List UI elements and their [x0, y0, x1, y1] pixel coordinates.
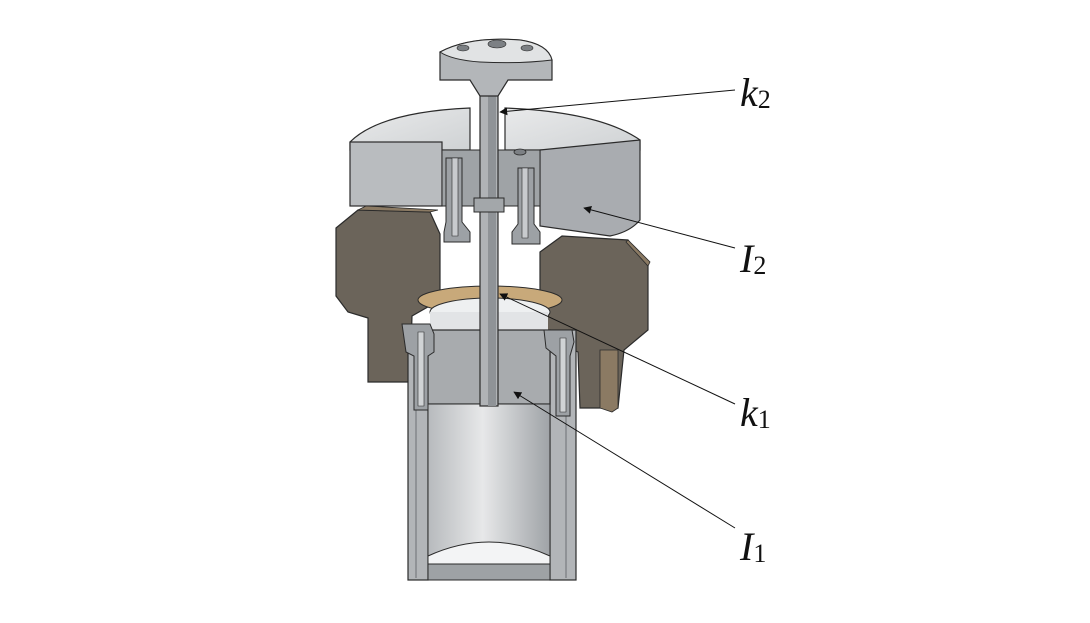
- lower-housing: [407, 329, 577, 581]
- label-k2-main: k: [740, 70, 759, 115]
- label-i2-main: I: [739, 236, 755, 281]
- label-k1-main: k: [740, 390, 759, 435]
- label-i1-main: I: [739, 524, 755, 569]
- label-i2: I2: [739, 236, 766, 281]
- magnet-block-right: [539, 235, 651, 413]
- label-i2-sub: 2: [753, 251, 766, 280]
- label-k2-sub: 2: [758, 85, 771, 114]
- top-plate-screw-right: [511, 167, 541, 245]
- leader-i1: [513, 391, 736, 529]
- leader-i2: [583, 205, 736, 249]
- top-knob: [439, 38, 553, 97]
- label-k1: k1: [740, 390, 771, 435]
- lower-screw-right: [543, 329, 575, 417]
- leader-k1: [499, 293, 736, 405]
- top-plate-screw-left: [443, 157, 471, 243]
- label-i1-sub: 1: [753, 539, 766, 568]
- label-k2: k2: [740, 70, 771, 115]
- label-i1: I1: [739, 524, 766, 569]
- label-k1-sub: 1: [758, 405, 771, 434]
- leader-k2: [499, 89, 736, 116]
- lower-screw-left: [401, 323, 435, 411]
